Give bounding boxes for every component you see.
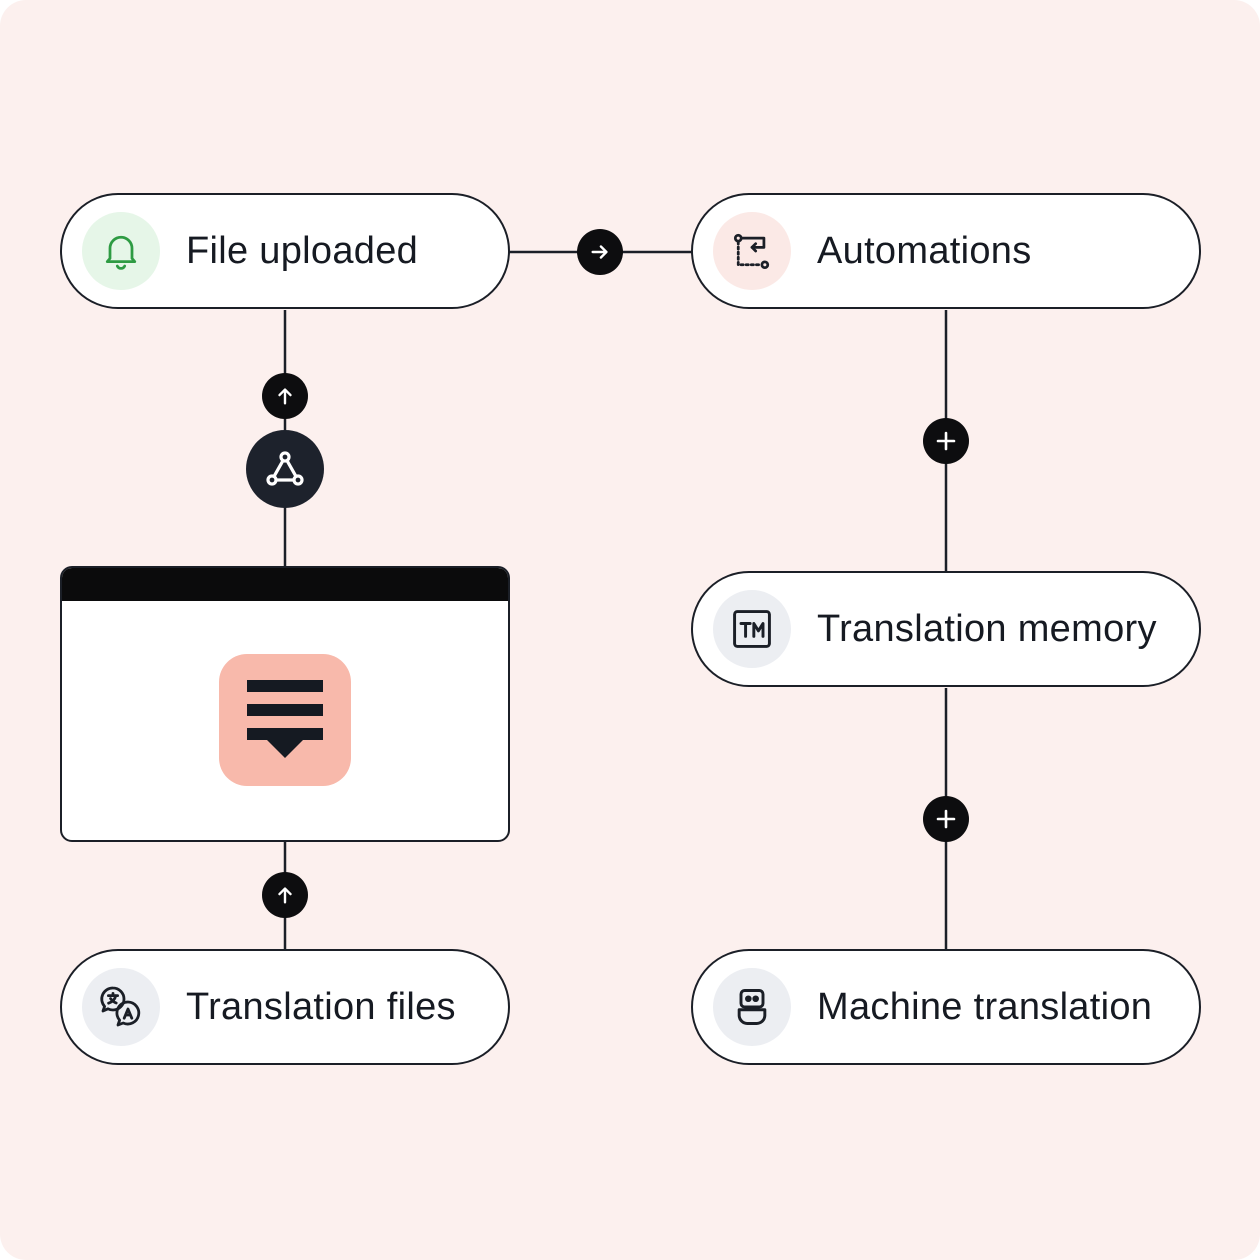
workflow-icon: [713, 212, 791, 290]
app-logo-tile[interactable]: [219, 654, 351, 786]
plus-icon: [936, 431, 956, 451]
window-titlebar: [62, 568, 508, 601]
node-machine-translation[interactable]: Machine translation: [691, 949, 1201, 1065]
node-file-uploaded[interactable]: File uploaded: [60, 193, 510, 309]
node-label-machine-translation: Machine translation: [817, 985, 1153, 1028]
arrow-right-icon: [591, 245, 608, 259]
webhook-icon: [266, 451, 304, 486]
node-label-translation-files: Translation files: [186, 985, 456, 1028]
translate-icon: [82, 968, 160, 1046]
bell-icon: [82, 212, 160, 290]
connector-files-to-window: [262, 872, 308, 918]
webhook-hub: [246, 430, 324, 508]
node-translation-memory[interactable]: Translation memory: [691, 571, 1201, 687]
node-translation-files[interactable]: Translation files: [60, 949, 510, 1065]
node-label-file-uploaded: File uploaded: [186, 229, 419, 272]
connector-memory-to-machine: [923, 796, 969, 842]
connector-upload-to-automations: [577, 229, 623, 275]
connector-window-to-file-uploaded: [262, 373, 308, 419]
app-logo-icon: [247, 680, 323, 758]
arrow-up-icon: [278, 887, 292, 904]
node-automations[interactable]: Automations: [691, 193, 1201, 309]
node-label-translation-memory: Translation memory: [817, 607, 1157, 650]
connector-automations-to-memory: [923, 418, 969, 464]
robot-icon: [713, 968, 791, 1046]
node-label-automations: Automations: [817, 229, 1032, 272]
tm-icon: [713, 590, 791, 668]
arrow-up-icon: [278, 388, 292, 405]
plus-icon: [936, 809, 956, 829]
app-window: [60, 566, 510, 842]
